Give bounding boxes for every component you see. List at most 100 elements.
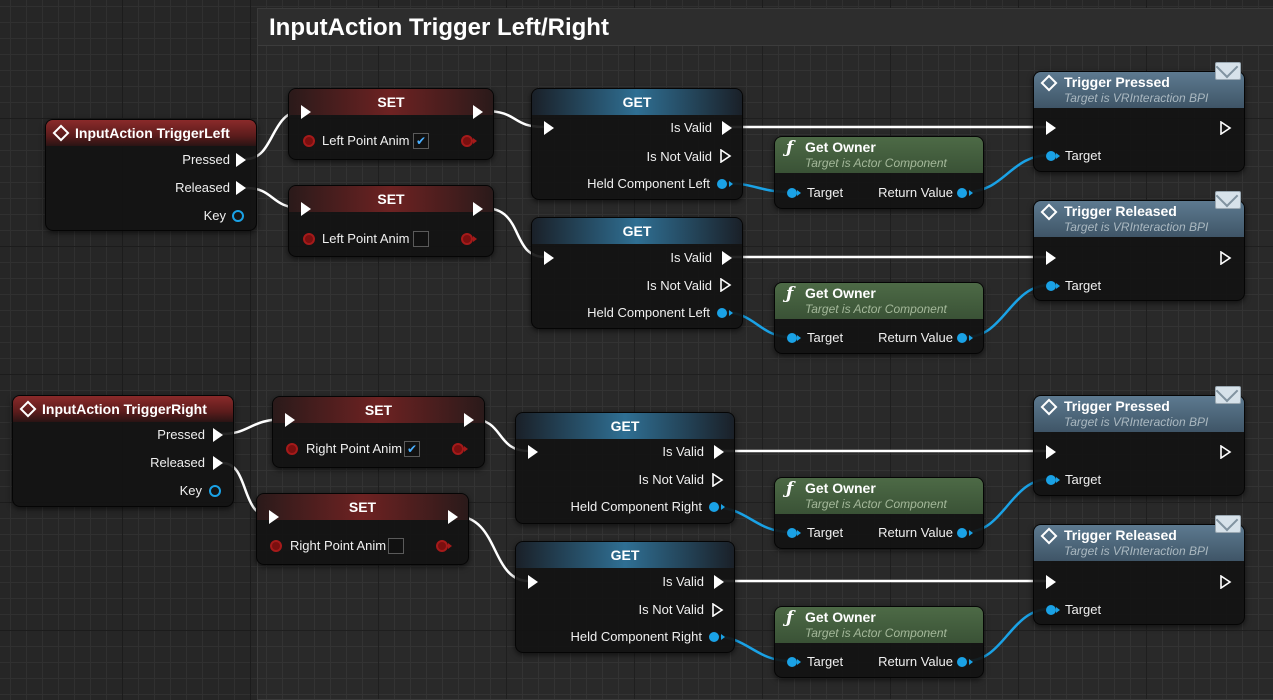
set-node-left-pressed[interactable]: SET Left Point Anim ✔ [288,88,494,160]
get-held-component-right-node-2[interactable]: GET Is Valid Is Not Valid Held Component… [515,541,735,653]
trigger-pressed-node[interactable]: Trigger Pressed Target is VRInteraction … [1033,386,1245,496]
held-component-label: Held Component Right [570,629,702,644]
comment-title[interactable]: InputAction Trigger Left/Right [258,9,1273,46]
get-held-component-left-node[interactable]: GET Is Valid Is Not Valid Held Component… [531,88,743,200]
exec-in-pin[interactable] [301,202,311,216]
target-data-pin[interactable] [1046,151,1056,161]
target-data-pin[interactable] [787,657,797,667]
key-data-pin[interactable] [232,210,244,222]
bool-pin-icon[interactable] [303,233,315,245]
exec-out-pin[interactable] [464,413,474,427]
message-envelope-icon [1215,515,1241,533]
bool-pin-icon[interactable] [303,135,315,147]
exec-out-pin[interactable] [473,202,483,216]
input-action-trigger-left-node[interactable]: InputAction TriggerLeft Pressed Released… [45,119,257,231]
exec-out-pin[interactable] [448,510,458,524]
trigger-pressed-node[interactable]: Trigger Pressed Target is VRInteraction … [1033,62,1245,172]
exec-out-pin[interactable] [1220,251,1232,265]
get-owner-node[interactable]: ƒ Get Owner Target is Actor Component Ta… [774,606,984,678]
node-subtitle: Target is Actor Component [805,302,947,316]
is-not-valid-exec-pin[interactable] [712,473,724,487]
set-node-right-pressed[interactable]: SET Right Point Anim ✔ [272,396,485,468]
bool-pin-icon[interactable] [270,540,282,552]
exec-in-pin[interactable] [1046,121,1056,135]
comment-box[interactable]: InputAction Trigger Left/Right [257,8,1273,700]
node-title: InputAction TriggerLeft [75,125,230,141]
is-valid-exec-pin[interactable] [722,251,732,265]
var-label: Right Point Anim [290,538,387,553]
pin-arrow-icon [969,659,973,665]
is-valid-exec-pin[interactable] [714,575,724,589]
exec-out-pin[interactable] [1220,445,1232,459]
bool-out-pin[interactable] [452,443,468,455]
is-not-valid-exec-pin[interactable] [720,278,732,292]
set-node-right-released[interactable]: SET Right Point Anim [256,493,469,565]
target-data-pin[interactable] [787,188,797,198]
trigger-released-node[interactable]: Trigger Released Target is VRInteraction… [1033,515,1245,625]
key-data-pin[interactable] [209,485,221,497]
exec-out-pin[interactable] [473,105,483,119]
return-value-data-pin[interactable] [957,657,967,667]
bool-pin-icon[interactable] [286,443,298,455]
bool-out-pin[interactable] [436,540,452,552]
exec-in-pin[interactable] [1046,445,1056,459]
target-data-pin[interactable] [787,333,797,343]
exec-in-pin[interactable] [528,445,538,459]
pressed-exec-pin[interactable] [213,428,223,442]
get-held-component-right-node[interactable]: GET Is Valid Is Not Valid Held Component… [515,412,735,524]
pin-arrow-icon [969,530,973,536]
point-anim-checkbox[interactable]: ✔ [413,133,429,149]
point-anim-checkbox[interactable] [388,538,404,554]
exec-in-pin[interactable] [1046,251,1056,265]
exec-in-pin[interactable] [544,251,554,265]
get-owner-node[interactable]: ƒ Get Owner Target is Actor Component Ta… [774,282,984,354]
node-header: Trigger Pressed Target is VRInteraction … [1034,62,1244,108]
released-label: Released [175,180,230,195]
bool-out-pin[interactable] [461,233,477,245]
function-f-icon: ƒ [786,284,794,304]
message-envelope-icon [1215,386,1241,404]
held-component-data-pin[interactable] [709,502,719,512]
held-component-data-pin[interactable] [717,308,727,318]
exec-out-pin[interactable] [1220,121,1232,135]
held-component-data-pin[interactable] [709,632,719,642]
target-label: Target [807,654,844,669]
event-diamond-icon [1040,74,1058,92]
target-data-pin[interactable] [1046,475,1056,485]
target-label: Target [1065,472,1102,487]
exec-in-pin[interactable] [544,121,554,135]
get-owner-node[interactable]: ƒ Get Owner Target is Actor Component Ta… [774,136,984,209]
exec-in-pin[interactable] [528,575,538,589]
target-data-pin[interactable] [1046,281,1056,291]
exec-in-pin[interactable] [301,105,311,119]
released-exec-pin[interactable] [236,181,246,195]
point-anim-checkbox[interactable]: ✔ [404,441,420,457]
is-valid-exec-pin[interactable] [714,445,724,459]
target-data-pin[interactable] [1046,605,1056,615]
exec-in-pin[interactable] [269,510,279,524]
bool-out-pin[interactable] [461,135,477,147]
exec-in-pin[interactable] [285,413,295,427]
pressed-exec-pin[interactable] [236,153,246,167]
get-held-component-left-node-2[interactable]: GET Is Valid Is Not Valid Held Component… [531,217,743,329]
target-label: Target [807,330,844,345]
exec-in-pin[interactable] [1046,575,1056,589]
node-header: ƒ Get Owner Target is Actor Component [775,137,983,173]
return-value-data-pin[interactable] [957,528,967,538]
return-value-data-pin[interactable] [957,333,967,343]
is-not-valid-exec-pin[interactable] [720,149,732,163]
is-not-valid-exec-pin[interactable] [712,603,724,617]
held-component-data-pin[interactable] [717,179,727,189]
released-exec-pin[interactable] [213,456,223,470]
exec-out-pin[interactable] [1220,575,1232,589]
return-value-data-pin[interactable] [957,188,967,198]
point-anim-checkbox[interactable] [413,231,429,247]
pin-arrow-icon [1056,153,1060,159]
set-node-left-released[interactable]: SET Left Point Anim [288,185,494,257]
target-data-pin[interactable] [787,528,797,538]
held-component-label: Held Component Right [570,499,702,514]
trigger-released-node[interactable]: Trigger Released Target is VRInteraction… [1033,191,1245,301]
get-owner-node[interactable]: ƒ Get Owner Target is Actor Component Ta… [774,477,984,549]
input-action-trigger-right-node[interactable]: InputAction TriggerRight Pressed Release… [12,395,234,507]
is-valid-exec-pin[interactable] [722,121,732,135]
